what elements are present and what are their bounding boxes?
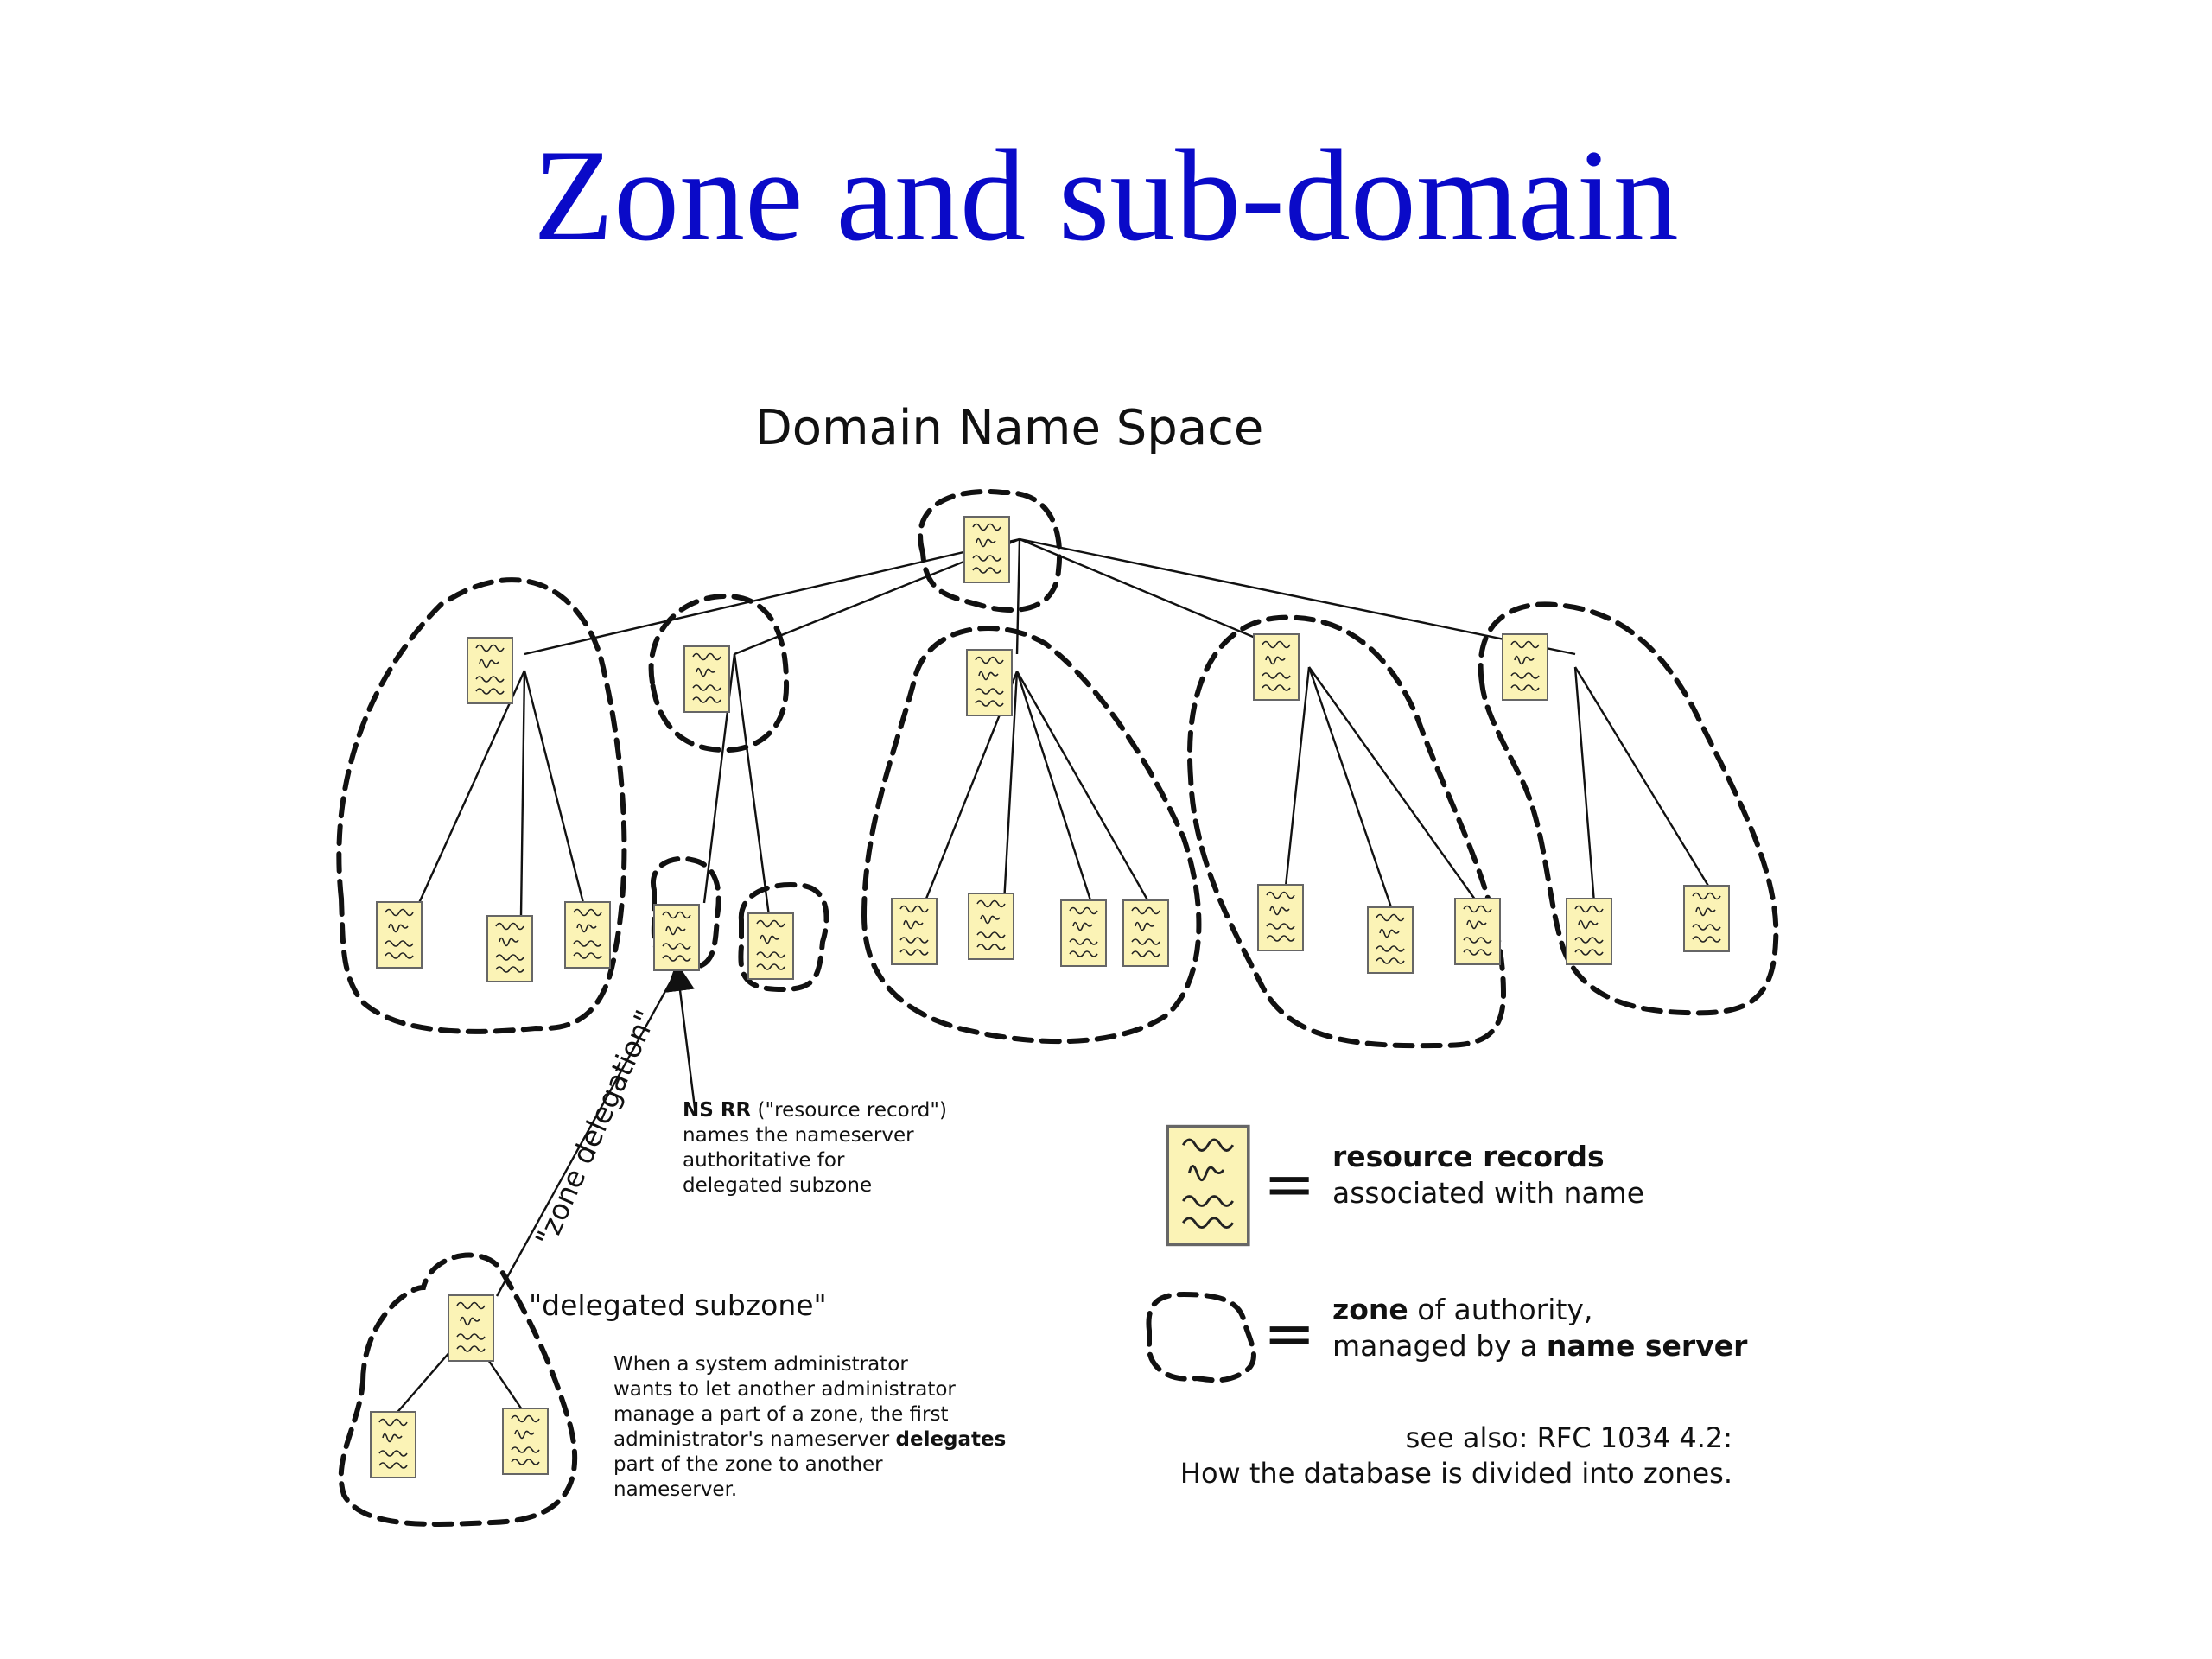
rr-node: [1257, 884, 1304, 951]
ns-rr-note: NS RR ("resource record") names the name…: [683, 1099, 947, 1197]
legend-rr-title: resource records: [1332, 1140, 1605, 1173]
ns-rr-line: authoritative for: [683, 1149, 845, 1172]
rr-node-root: [963, 516, 1010, 583]
zone-delegated-subzone: [338, 1252, 578, 1527]
see-also-line: see also: RFC 1034 4.2:: [1406, 1421, 1732, 1454]
zone-left: [336, 577, 627, 1034]
admin-note-line: nameserver.: [613, 1478, 737, 1501]
legend-rr-icon: [1166, 1124, 1250, 1247]
rr-node: [486, 915, 533, 982]
zones: [336, 488, 1779, 1527]
rr-node: [891, 898, 938, 965]
rr-node: [1122, 899, 1169, 967]
rr-node: [1060, 899, 1107, 967]
legend-zone-title: zone: [1332, 1293, 1408, 1326]
rr-node: [376, 901, 423, 969]
rr-node-subzone-root: [448, 1294, 494, 1362]
zone-right-a: [1187, 614, 1507, 1049]
rr-node: [1253, 633, 1300, 701]
legend-zone-icon: [1146, 1291, 1256, 1383]
rr-node: [968, 893, 1014, 960]
zone-small-leaf: [738, 882, 830, 993]
svg-text:NS RR ("resource record"): NS RR ("resource record"): [683, 1099, 947, 1122]
legend-managed-by: managed by a: [1332, 1329, 1547, 1363]
see-also-line: How the database is divided into zones.: [1180, 1457, 1732, 1490]
rr-node: [370, 1411, 416, 1478]
svg-text:zone of authority,: zone of authority,: [1332, 1293, 1592, 1326]
rr-node: [1367, 906, 1414, 974]
ns-rr-term: NS RR: [683, 1099, 752, 1122]
legend-zone: = zone of authority, managed by a name s…: [1146, 1291, 1748, 1383]
rr-node: [1566, 898, 1612, 965]
rr-node: [467, 637, 513, 704]
zone-small-ns: [650, 855, 721, 971]
see-also: see also: RFC 1034 4.2: How the database…: [1180, 1421, 1732, 1490]
rr-node-ns: [653, 904, 700, 971]
legend-resource-records: = resource records associated with name: [1166, 1124, 1644, 1247]
rr-node: [966, 649, 1013, 716]
zone-delegation-label: "zone delegation": [529, 1005, 663, 1251]
svg-text:administrator's nameserver del: administrator's nameserver delegates: [613, 1428, 1006, 1451]
admin-note: When a system administrator wants to let…: [613, 1353, 1006, 1501]
admin-note-line: manage a part of a zone, the first: [613, 1403, 949, 1426]
rr-node: [1683, 885, 1730, 952]
zone-right-b: [1478, 601, 1779, 1016]
rr-node: [502, 1408, 549, 1475]
svg-text:managed by a name server: managed by a name server: [1332, 1329, 1748, 1363]
admin-note-line: When a system administrator: [613, 1353, 908, 1376]
slide-title: Zone and sub-domain: [533, 123, 1679, 268]
zone-small-top: [648, 593, 790, 753]
rr-node: [564, 901, 611, 969]
admin-note-line: administrator's nameserver: [613, 1428, 896, 1451]
tree-edges: [392, 537, 1713, 1418]
rr-node: [683, 645, 730, 713]
legend-name-server: name server: [1547, 1329, 1748, 1363]
legend-equals: =: [1263, 1147, 1315, 1220]
rr-node: [1502, 633, 1548, 701]
admin-note-bold: delegates: [896, 1428, 1007, 1451]
ns-rr-line: delegated subzone: [683, 1174, 872, 1197]
diagram-title: Domain Name Space: [755, 400, 1264, 456]
admin-note-line: wants to let another administrator: [613, 1378, 956, 1401]
legend-equals: =: [1263, 1297, 1315, 1370]
rr-node: [1454, 898, 1501, 965]
legend-zone-desc: of authority,: [1408, 1293, 1593, 1326]
delegated-subzone-label: "delegated subzone": [529, 1288, 827, 1322]
rr-node: [747, 912, 794, 980]
ns-rr-line: names the nameserver: [683, 1124, 914, 1147]
ns-rr-desc: ("resource record"): [751, 1099, 947, 1122]
admin-note-line: part of the zone to another: [613, 1453, 883, 1476]
zone-root: [918, 488, 1063, 613]
legend-rr-desc: associated with name: [1332, 1176, 1644, 1210]
zone-center: [861, 626, 1202, 1045]
